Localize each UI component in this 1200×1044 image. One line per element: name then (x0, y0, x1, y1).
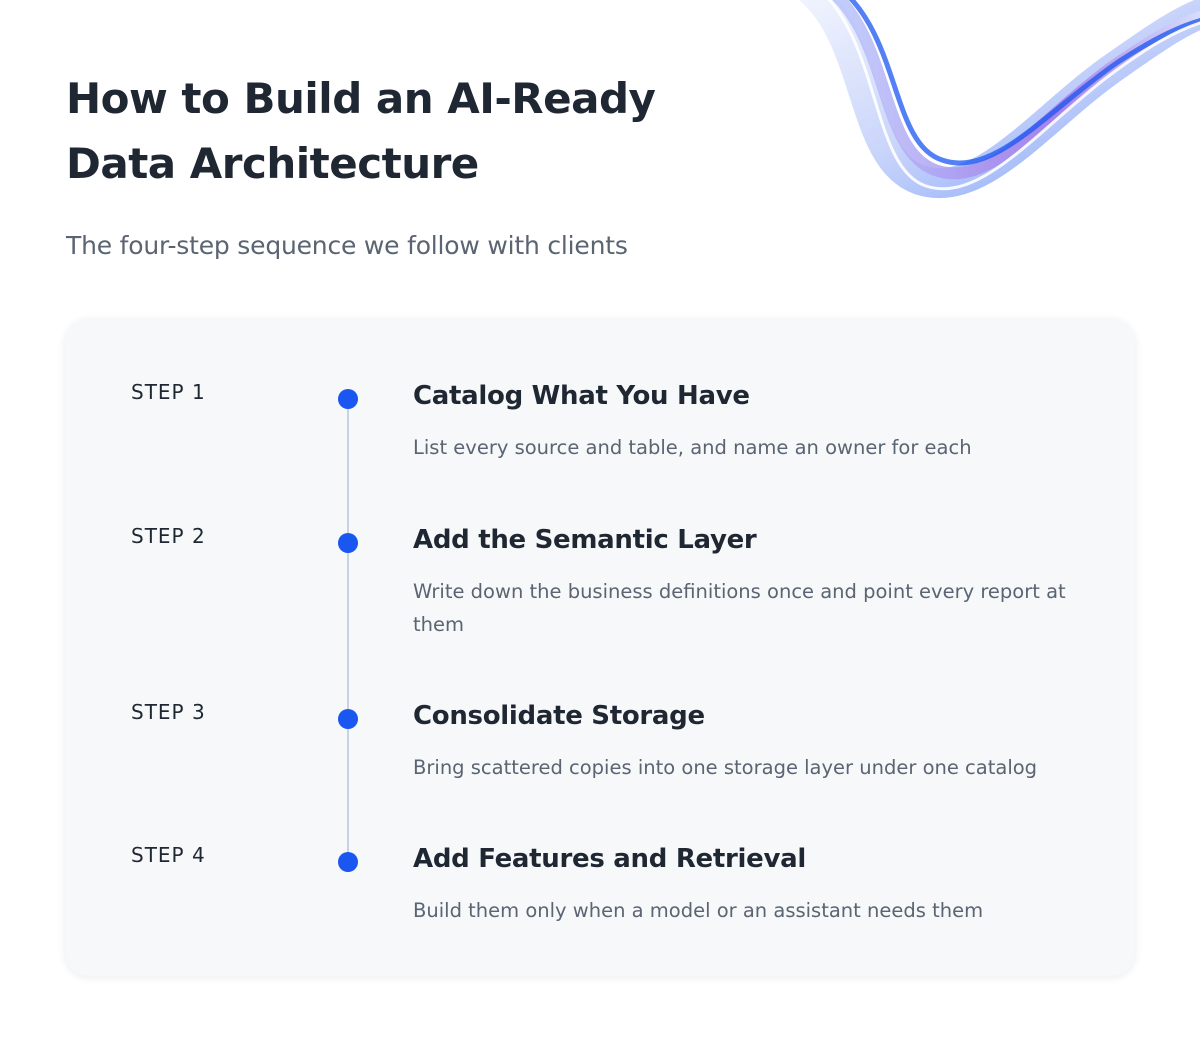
steps-card: STEP 1 Catalog What You Have List every … (65, 318, 1135, 976)
decorative-ribbon-icon (798, 0, 1200, 199)
step-marker-dot (338, 533, 358, 553)
step-description: Build them only when a model or an assis… (413, 899, 984, 922)
step-title: Consolidate Storage (413, 701, 705, 731)
step-label: STEP 4 (131, 843, 206, 867)
step-label: STEP 1 (131, 380, 206, 404)
step-title: Add Features and Retrieval (413, 844, 806, 874)
step-description: List every source and table, and name an… (413, 436, 972, 459)
step-title: Catalog What You Have (413, 381, 750, 411)
step-title: Add the Semantic Layer (413, 525, 757, 555)
page-title: How to Build an AI-Ready Data Architectu… (66, 74, 656, 188)
step-marker-dot (338, 852, 358, 872)
step-label: STEP 3 (131, 700, 206, 724)
step-description: Bring scattered copies into one storage … (413, 756, 1038, 779)
step-description: Write down the business definitions once… (413, 580, 1066, 636)
step-marker-dot (338, 389, 358, 409)
timeline-line (347, 398, 349, 860)
step-label: STEP 2 (131, 524, 206, 548)
step-marker-dot (338, 709, 358, 729)
page-subtitle: The four-step sequence we follow with cl… (66, 231, 628, 260)
